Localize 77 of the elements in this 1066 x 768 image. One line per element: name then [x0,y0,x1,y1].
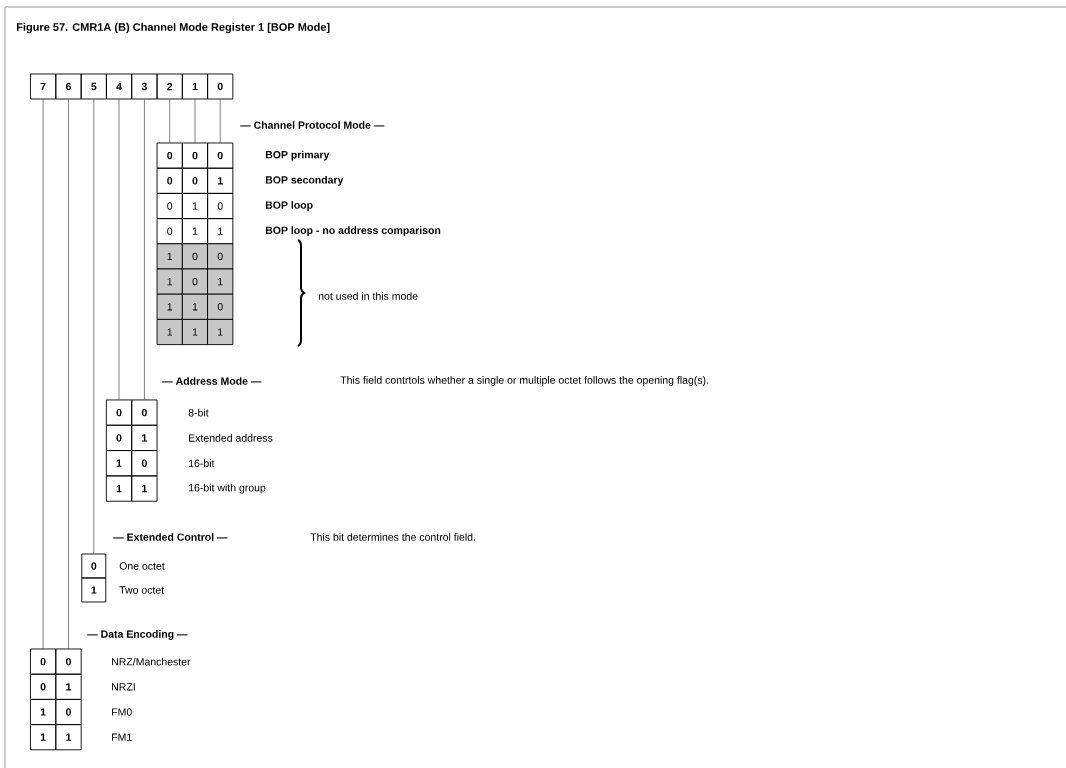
value-cell: 1 [131,424,158,451]
value-cell: 1 [156,293,183,320]
value-cell: 0 [81,553,107,579]
option-description: BOP primary [265,150,330,161]
bit-cell: 7 [30,73,57,100]
value-cell: 1 [181,318,209,346]
value-cell: 0 [30,673,57,700]
value-cell: 0 [181,268,209,295]
section-heading: — Data Encoding — [87,630,188,640]
value-cell: 1 [105,475,133,502]
option-description: FM0 [112,708,132,716]
bit-cell: 1 [181,73,209,100]
value-cell: 0 [207,243,234,270]
option-description: NRZ/Manchester [112,657,191,666]
value-cell: 1 [131,475,158,502]
value-cell: 0 [181,142,209,169]
bit-cell: 0 [207,73,234,100]
value-cell: 1 [30,698,57,726]
value-cell: 0 [131,450,158,477]
section-heading: — Address Mode — [162,377,262,385]
title: Figure 57. CMR1A (B) Channel Mode Register 1 [BOP Mode] [16,22,330,34]
value-cell: 0 [105,399,133,426]
section-heading: — Channel Protocol Mode — [240,121,385,129]
option-description: BOP secondary [265,175,344,186]
bit-cell: 4 [105,73,133,100]
value-cell: 1 [156,268,183,295]
value-cell: 1 [81,577,107,603]
option-description: Two octet [119,586,165,594]
bit-line [118,99,120,400]
value-cell: 0 [207,293,234,320]
option-description: 16-bit with group [189,483,266,494]
value-cell: 0 [105,424,133,451]
value-cell: 0 [181,243,209,270]
bit-cell: 2 [156,73,183,100]
value-cell: 1 [30,724,57,751]
value-cell: 1 [181,293,209,320]
value-cell: 1 [156,243,183,270]
value-cell: 0 [131,399,158,426]
value-cell: 0 [207,142,234,169]
bit-line [194,99,196,143]
bit-line [68,99,69,649]
value-cell: 1 [55,724,82,751]
value-cell: 0 [156,167,183,194]
value-cell: 1 [207,318,234,346]
option-description: NRZI [112,683,135,691]
option-description: 8-bit [188,408,209,417]
note-text: This field contrtols whether a single or multiple octet follows the opening flag(s). [340,376,708,386]
option-description: Extended address [189,434,273,442]
bit-cell: 6 [55,73,82,100]
bit-cell: 3 [131,73,158,100]
option-description: 16-bit [189,459,215,468]
value-cell: 0 [156,192,183,220]
value-cell: 0 [207,192,234,220]
value-cell: 0 [156,142,183,169]
value-cell: 0 [30,648,57,675]
note-text: This bit determines the control field. [310,533,475,541]
bit-line [169,99,170,143]
bit-line [144,99,145,400]
value-cell: 0 [55,698,82,726]
value-cell: 1 [105,450,133,477]
option-description: FM1 [112,733,132,741]
bit-line [93,99,95,554]
option-description: BOP loop - no address comparison [265,226,441,237]
section-heading: — Extended Control — [113,533,228,541]
value-cell: 1 [207,268,234,295]
value-cell: 1 [55,673,82,700]
bit-cell: 5 [80,73,107,100]
bit-line [42,99,44,649]
note-text: not used in this mode [318,292,418,300]
value-cell: 1 [181,192,209,220]
option-description: One octet [119,562,165,570]
option-description: BOP loop [265,201,313,211]
value-cell: 0 [55,648,82,675]
bit-line [219,99,221,143]
value-cell: 1 [156,318,183,346]
value-cell: 1 [207,167,234,194]
value-cell: 0 [181,167,209,194]
